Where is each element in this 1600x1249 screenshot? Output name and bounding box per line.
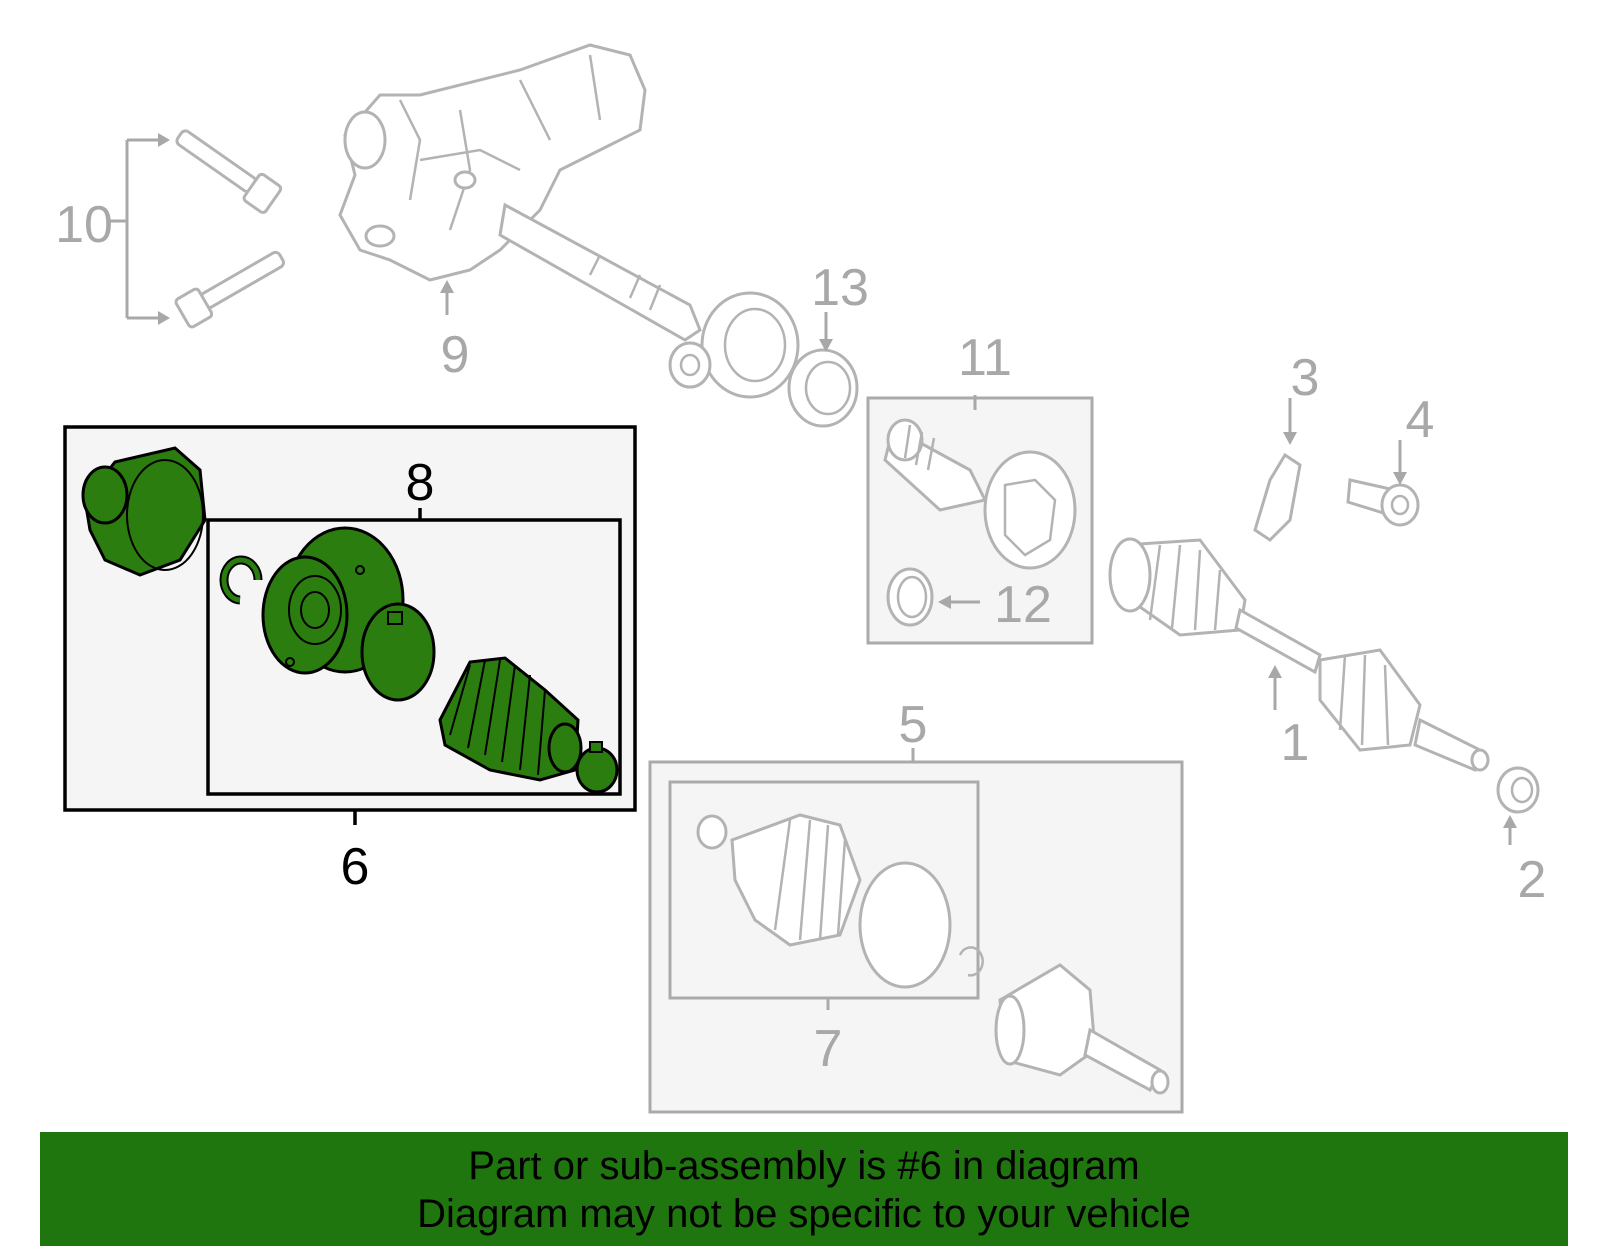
callout-6[interactable]: 6 xyxy=(341,838,370,896)
assembly-8-box[interactable] xyxy=(206,518,622,796)
callout-3[interactable]: 3 xyxy=(1291,349,1320,407)
callout-10[interactable]: 10 xyxy=(55,196,113,254)
callout-4[interactable]: 4 xyxy=(1406,391,1435,449)
inner-cv-joint-housing[interactable] xyxy=(261,526,405,675)
banner-line-2: Diagram may not be specific to your vehi… xyxy=(417,1192,1191,1236)
differential-housing-part-9[interactable] xyxy=(338,43,800,399)
callout-5[interactable]: 5 xyxy=(899,696,928,754)
callout-2[interactable]: 2 xyxy=(1518,851,1547,909)
flange-shaft-part-11[interactable] xyxy=(883,395,1077,570)
banner-line-1: Part or sub-assembly is #6 in diagram xyxy=(468,1144,1140,1188)
outer-cv-joint-part-5[interactable] xyxy=(696,813,1170,1095)
callout-11[interactable]: 11 xyxy=(958,329,1012,387)
callout-13[interactable]: 13 xyxy=(811,259,869,317)
callout-1[interactable]: 1 xyxy=(1281,714,1310,772)
o-ring-part-12[interactable] xyxy=(886,567,980,627)
boot-clamp-large[interactable] xyxy=(360,602,436,702)
inner-boot-part-6[interactable] xyxy=(81,446,207,577)
boot-clamp-small[interactable] xyxy=(575,741,619,794)
info-banner: Part or sub-assembly is #6 in diagram Di… xyxy=(40,1132,1568,1246)
seal-part-13[interactable] xyxy=(787,312,859,428)
callout-9[interactable]: 9 xyxy=(441,326,470,384)
assembly-7-box[interactable] xyxy=(668,780,980,1000)
axle-shaft-part-1[interactable] xyxy=(1108,537,1490,773)
bolt-part-4[interactable] xyxy=(1346,440,1420,527)
cv-boot-bellows[interactable] xyxy=(438,656,583,782)
snap-ring[interactable] xyxy=(219,555,263,605)
callout-7[interactable]: 7 xyxy=(814,1020,843,1078)
strap-part-3[interactable] xyxy=(1253,398,1302,542)
callout-8[interactable]: 8 xyxy=(406,454,435,512)
callout-12[interactable]: 12 xyxy=(994,576,1052,634)
nut-part-2[interactable] xyxy=(1496,766,1540,845)
bolts-part-10[interactable] xyxy=(110,122,289,329)
